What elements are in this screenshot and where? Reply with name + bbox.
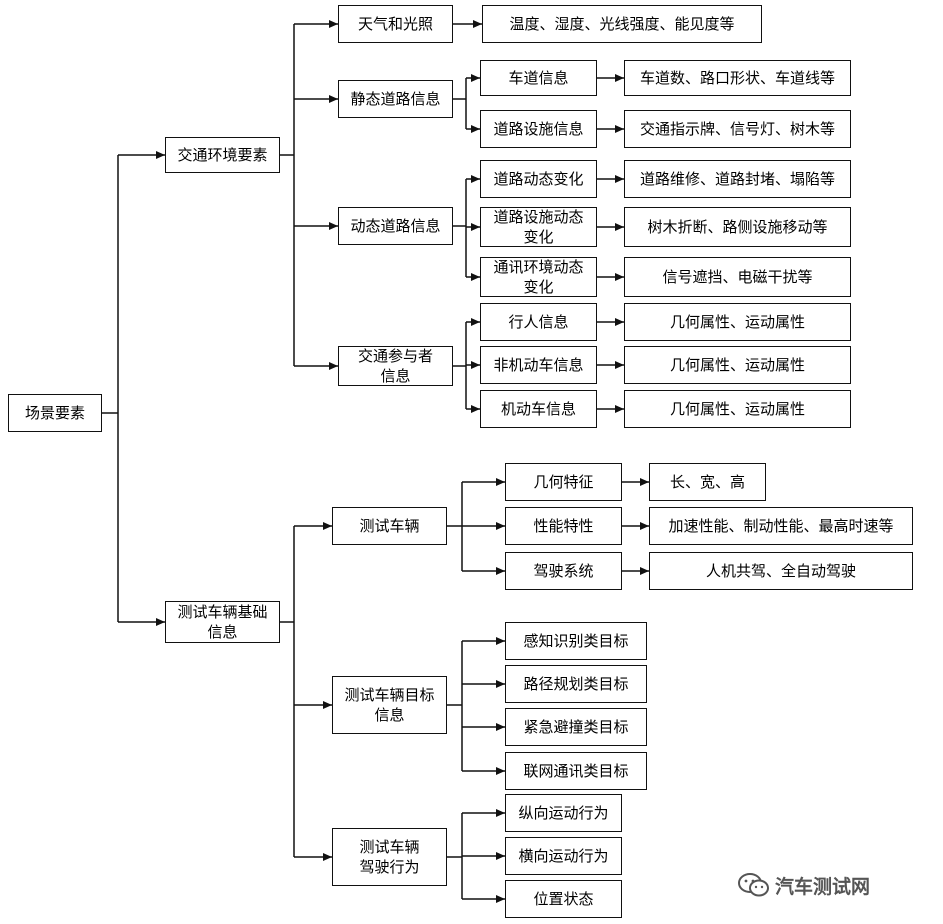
- detail-lane: 车道数、路口形状、车道线等: [624, 60, 851, 96]
- node-test-vehicle: 测试车辆: [332, 507, 447, 545]
- node-test-vehicle-basic-info: 测试车辆基础信息: [165, 601, 280, 643]
- node-network-comm-target: 联网通讯类目标: [505, 752, 647, 790]
- node-road-facility-info: 道路设施信息: [480, 110, 597, 148]
- node-traffic-environment: 交通环境要素: [165, 137, 280, 173]
- node-pedestrian-info: 行人信息: [480, 303, 597, 341]
- node-motor-vehicle-info: 机动车信息: [480, 390, 597, 428]
- node-dynamic-road: 动态道路信息: [338, 207, 453, 245]
- root-node: 场景要素: [8, 394, 102, 432]
- node-comm-dynamic-change: 通讯环境动态变化: [480, 257, 597, 297]
- detail-facility-dynamic: 树木折断、路侧设施移动等: [624, 207, 851, 247]
- node-geometry: 几何特征: [505, 463, 622, 501]
- detail-weather: 温度、湿度、光线强度、能见度等: [482, 5, 762, 43]
- detail-facility: 交通指示牌、信号灯、树木等: [624, 110, 851, 148]
- detail-non-motor: 几何属性、运动属性: [624, 346, 851, 384]
- node-perception-target: 感知识别类目标: [505, 622, 647, 660]
- node-lateral-motion: 横向运动行为: [505, 837, 622, 875]
- node-facility-dynamic-change: 道路设施动态变化: [480, 207, 597, 247]
- node-static-road: 静态道路信息: [338, 80, 453, 118]
- detail-performance: 加速性能、制动性能、最高时速等: [649, 507, 913, 545]
- node-emergency-avoid-target: 紧急避撞类目标: [505, 708, 647, 746]
- node-non-motor-info: 非机动车信息: [480, 346, 597, 384]
- node-lane-info: 车道信息: [480, 60, 597, 96]
- detail-driving-system: 人机共驾、全自动驾驶: [649, 552, 913, 590]
- wechat-icon: [738, 873, 769, 897]
- detail-motor: 几何属性、运动属性: [624, 390, 851, 428]
- node-path-planning-target: 路径规划类目标: [505, 665, 647, 703]
- node-weather-light: 天气和光照: [338, 5, 453, 43]
- node-traffic-participants: 交通参与者信息: [338, 346, 453, 386]
- watermark-text: 汽车测试网: [775, 875, 871, 898]
- node-position-state: 位置状态: [505, 880, 622, 918]
- detail-pedestrian: 几何属性、运动属性: [624, 303, 851, 341]
- detail-road-dynamic: 道路维修、道路封堵、塌陷等: [624, 160, 851, 198]
- node-road-dynamic-change: 道路动态变化: [480, 160, 597, 198]
- detail-geometry: 长、宽、高: [649, 463, 766, 501]
- node-driving-system: 驾驶系统: [505, 552, 622, 590]
- node-performance: 性能特性: [505, 507, 622, 545]
- node-longitudinal-motion: 纵向运动行为: [505, 794, 622, 832]
- watermark: 汽车测试网: [737, 868, 937, 902]
- detail-comm-dynamic: 信号遮挡、电磁干扰等: [624, 257, 851, 297]
- node-test-vehicle-driving: 测试车辆驾驶行为: [332, 828, 447, 886]
- node-test-vehicle-target: 测试车辆目标信息: [332, 676, 447, 734]
